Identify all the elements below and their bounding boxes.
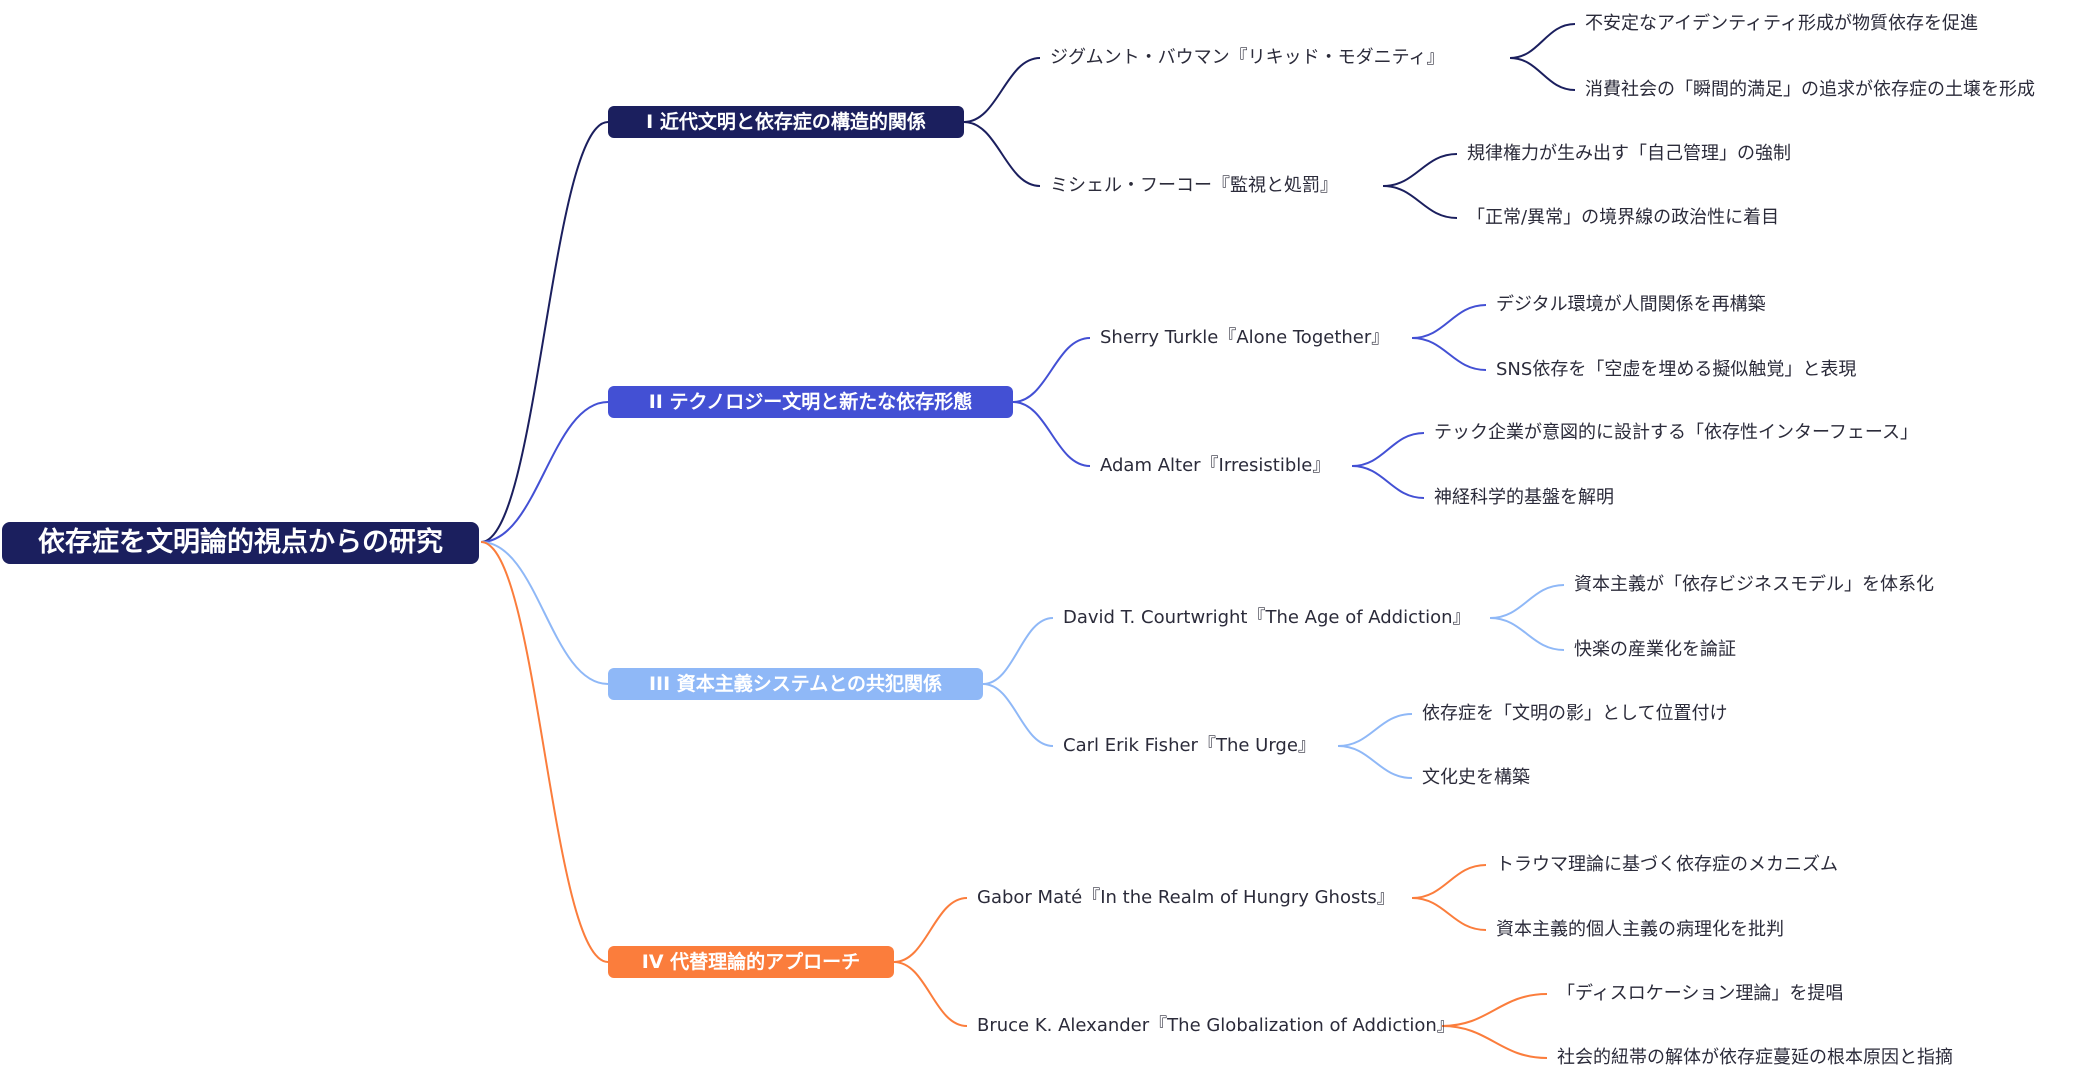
point-label[interactable]: 不安定なアイデンティティ形成が物質依存を促進 xyxy=(1585,13,1978,34)
point-label[interactable]: 文化史を構築 xyxy=(1422,767,1530,788)
book-label[interactable]: Gabor Maté『In the Realm of Hungry Ghosts… xyxy=(977,887,1395,908)
root-branch-connector xyxy=(480,401,609,543)
book-label[interactable]: Carl Erik Fisher『The Urge』 xyxy=(1063,735,1316,756)
book-point-connector xyxy=(1337,745,1413,779)
branch-book-connector xyxy=(982,683,1054,747)
branch-book-connector xyxy=(963,57,1041,123)
point-label[interactable]: 社会的紐帯の解体が依存症蔓延の根本原因と指摘 xyxy=(1557,1047,1953,1068)
book-point-connector xyxy=(1382,185,1458,219)
book-point-connector xyxy=(1509,23,1576,59)
book-label[interactable]: Bruce K. Alexander『The Globalization of … xyxy=(977,1015,1455,1036)
branch-node[interactable]: III 資本主義システムとの共犯関係 xyxy=(608,668,983,700)
book-point-connector xyxy=(1411,337,1487,371)
point-label[interactable]: 資本主義的個人主義の病理化を批判 xyxy=(1496,919,1784,940)
branch-book-connector xyxy=(963,121,1041,187)
point-label[interactable]: 快楽の産業化を論証 xyxy=(1574,639,1736,660)
point-label[interactable]: 消費社会の「瞬間的満足」の追求が依存症の土壌を形成 xyxy=(1585,79,2035,100)
book-point-connector xyxy=(1411,304,1487,339)
root-node[interactable]: 依存症を文明論的視点からの研究 xyxy=(2,522,479,564)
point-label[interactable]: 依存症を「文明の影」として位置付け xyxy=(1422,703,1728,724)
point-label[interactable]: 資本主義が「依存ビジネスモデル」を体系化 xyxy=(1574,574,1934,595)
book-point-connector xyxy=(1441,1025,1548,1059)
book-point-connector xyxy=(1509,57,1576,91)
book-point-connector xyxy=(1489,584,1565,619)
book-label[interactable]: ジグムント・バウマン『リキッド・モダニティ』 xyxy=(1050,47,1445,68)
book-point-connector xyxy=(1441,993,1548,1027)
branch-book-connector xyxy=(893,897,968,963)
book-point-connector xyxy=(1337,713,1413,747)
book-label[interactable]: Sherry Turkle『Alone Together』 xyxy=(1100,327,1390,348)
book-point-connector xyxy=(1351,432,1425,467)
book-point-connector xyxy=(1382,153,1458,187)
root-branch-connector xyxy=(480,121,609,543)
root-branch-connector xyxy=(480,541,609,963)
branch-book-connector xyxy=(893,961,968,1027)
book-label[interactable]: David T. Courtwright『The Age of Addictio… xyxy=(1063,607,1471,628)
branch-book-connector xyxy=(1012,401,1091,467)
branch-node[interactable]: I 近代文明と依存症の構造的関係 xyxy=(608,106,964,138)
book-label[interactable]: Adam Alter『Irresistible』 xyxy=(1100,455,1331,476)
branch-book-connector xyxy=(982,617,1054,685)
point-label[interactable]: デジタル環境が人間関係を再構築 xyxy=(1496,294,1766,315)
branch-book-connector xyxy=(1012,337,1091,403)
book-point-connector xyxy=(1351,465,1425,499)
book-point-connector xyxy=(1411,864,1487,899)
point-label[interactable]: 「ディスロケーション理論」を提唱 xyxy=(1557,983,1844,1004)
book-point-connector xyxy=(1411,897,1487,931)
root-branch-connector xyxy=(480,541,609,685)
point-label[interactable]: SNS依存を「空虚を埋める擬似触覚」と表現 xyxy=(1496,359,1857,380)
point-label[interactable]: テック企業が意図的に設計する「依存性インターフェース」 xyxy=(1434,422,1919,443)
point-label[interactable]: 神経科学的基盤を解明 xyxy=(1434,487,1614,508)
book-point-connector xyxy=(1489,617,1565,651)
branch-node[interactable]: II テクノロジー文明と新たな依存形態 xyxy=(608,386,1013,418)
branch-node[interactable]: IV 代替理論的アプローチ xyxy=(608,946,894,978)
book-label[interactable]: ミシェル・フーコー『監視と処罰』 xyxy=(1050,175,1338,196)
point-label[interactable]: 規律権力が生み出す「自己管理」の強制 xyxy=(1467,143,1791,164)
point-label[interactable]: 「正常/異常」の境界線の政治性に着目 xyxy=(1467,207,1780,228)
point-label[interactable]: トラウマ理論に基づく依存症のメカニズム xyxy=(1496,854,1838,875)
